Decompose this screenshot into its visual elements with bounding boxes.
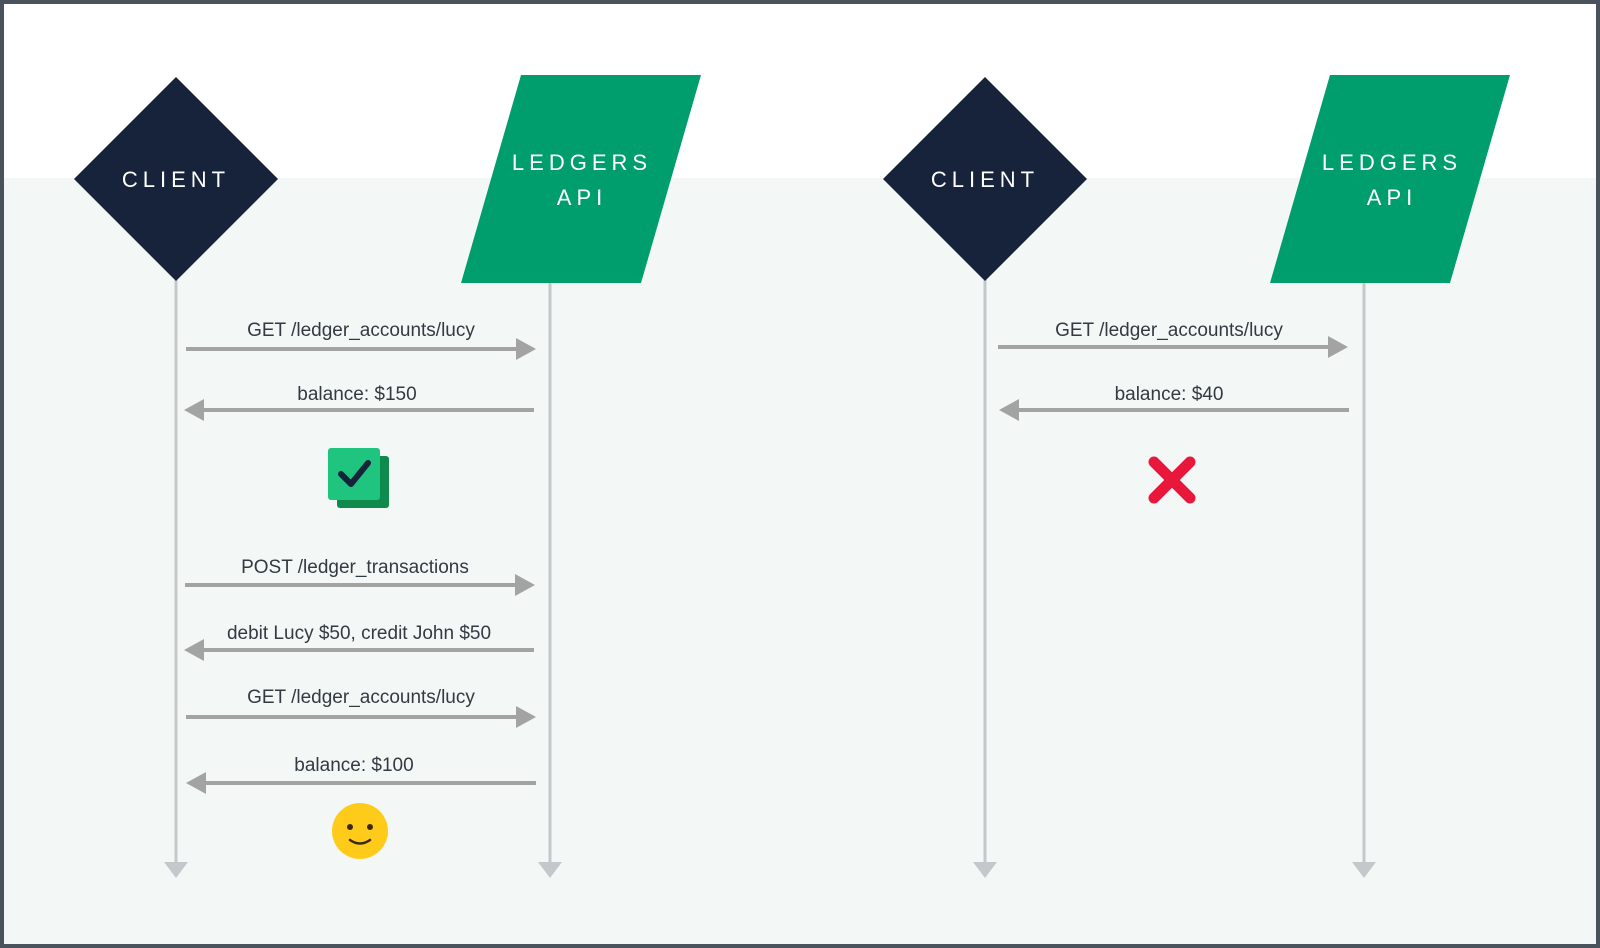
cross-icon — [1148, 456, 1196, 504]
smiley-icon-eye-left — [347, 824, 353, 830]
api-node: LEDGERS API — [461, 75, 701, 283]
message-arrow: GET /ledger_accounts/lucy — [186, 687, 536, 728]
arrow-head — [1328, 336, 1348, 358]
smiley-icon — [332, 803, 388, 859]
api-node: LEDGERS API — [1270, 75, 1510, 283]
message-arrow: debit Lucy $50, credit John $50 — [184, 623, 534, 661]
arrow-head — [999, 399, 1019, 421]
checkmark-icon-tick — [338, 460, 371, 487]
api-parallelogram — [1270, 75, 1510, 283]
message-label: GET /ledger_accounts/lucy — [247, 687, 475, 708]
cross-icon-stroke-b — [1148, 456, 1196, 504]
smiley-icon-mouth — [348, 838, 372, 845]
api-label-line2: API — [1367, 185, 1417, 210]
message-label: GET /ledger_accounts/lucy — [1055, 320, 1283, 341]
smiley-icon-face — [332, 803, 388, 859]
client-node: CLIENT — [74, 77, 278, 281]
api-label-line1: LEDGERS — [1322, 150, 1462, 175]
arrow-head — [186, 772, 206, 794]
client-label: CLIENT — [931, 167, 1039, 192]
message-label: debit Lucy $50, credit John $50 — [227, 623, 491, 644]
message-label: POST /ledger_transactions — [241, 557, 469, 578]
checkmark-icon — [328, 448, 389, 508]
client-label: CLIENT — [122, 167, 230, 192]
client-lifeline-arrowhead — [164, 862, 188, 878]
client-lifeline-arrowhead — [973, 862, 997, 878]
client-diamond — [74, 77, 278, 281]
checkmark-icon-box — [328, 448, 380, 500]
message-label: balance: $100 — [294, 755, 413, 776]
arrow-head — [516, 706, 536, 728]
body-background — [0, 178, 1600, 948]
message-arrow: balance: $100 — [186, 755, 536, 794]
api-lifeline-arrowhead — [538, 862, 562, 878]
api-label-line1: LEDGERS — [512, 150, 652, 175]
message-label: balance: $40 — [1115, 384, 1224, 405]
api-lifeline-arrowhead — [1352, 862, 1376, 878]
panel-success: CLIENT LEDGERS API GET /ledger_accounts/… — [74, 75, 701, 878]
message-arrow: balance: $40 — [999, 384, 1349, 421]
client-node: CLIENT — [883, 77, 1087, 281]
message-arrow: POST /ledger_transactions — [185, 557, 535, 596]
api-label-line2: API — [557, 185, 607, 210]
client-diamond — [883, 77, 1087, 281]
arrow-head — [184, 639, 204, 661]
message-label: GET /ledger_accounts/lucy — [247, 320, 475, 341]
message-label: balance: $150 — [297, 384, 416, 405]
arrow-head — [515, 574, 535, 596]
message-arrow: GET /ledger_accounts/lucy — [998, 320, 1348, 358]
smiley-icon-eye-right — [367, 824, 373, 830]
message-arrow: GET /ledger_accounts/lucy — [186, 320, 536, 360]
arrow-head — [516, 338, 536, 360]
arrow-head — [184, 399, 204, 421]
api-parallelogram — [461, 75, 701, 283]
panel-failure: CLIENT LEDGERS API GET /ledger_accounts/… — [883, 75, 1510, 878]
message-arrow: balance: $150 — [184, 384, 534, 421]
